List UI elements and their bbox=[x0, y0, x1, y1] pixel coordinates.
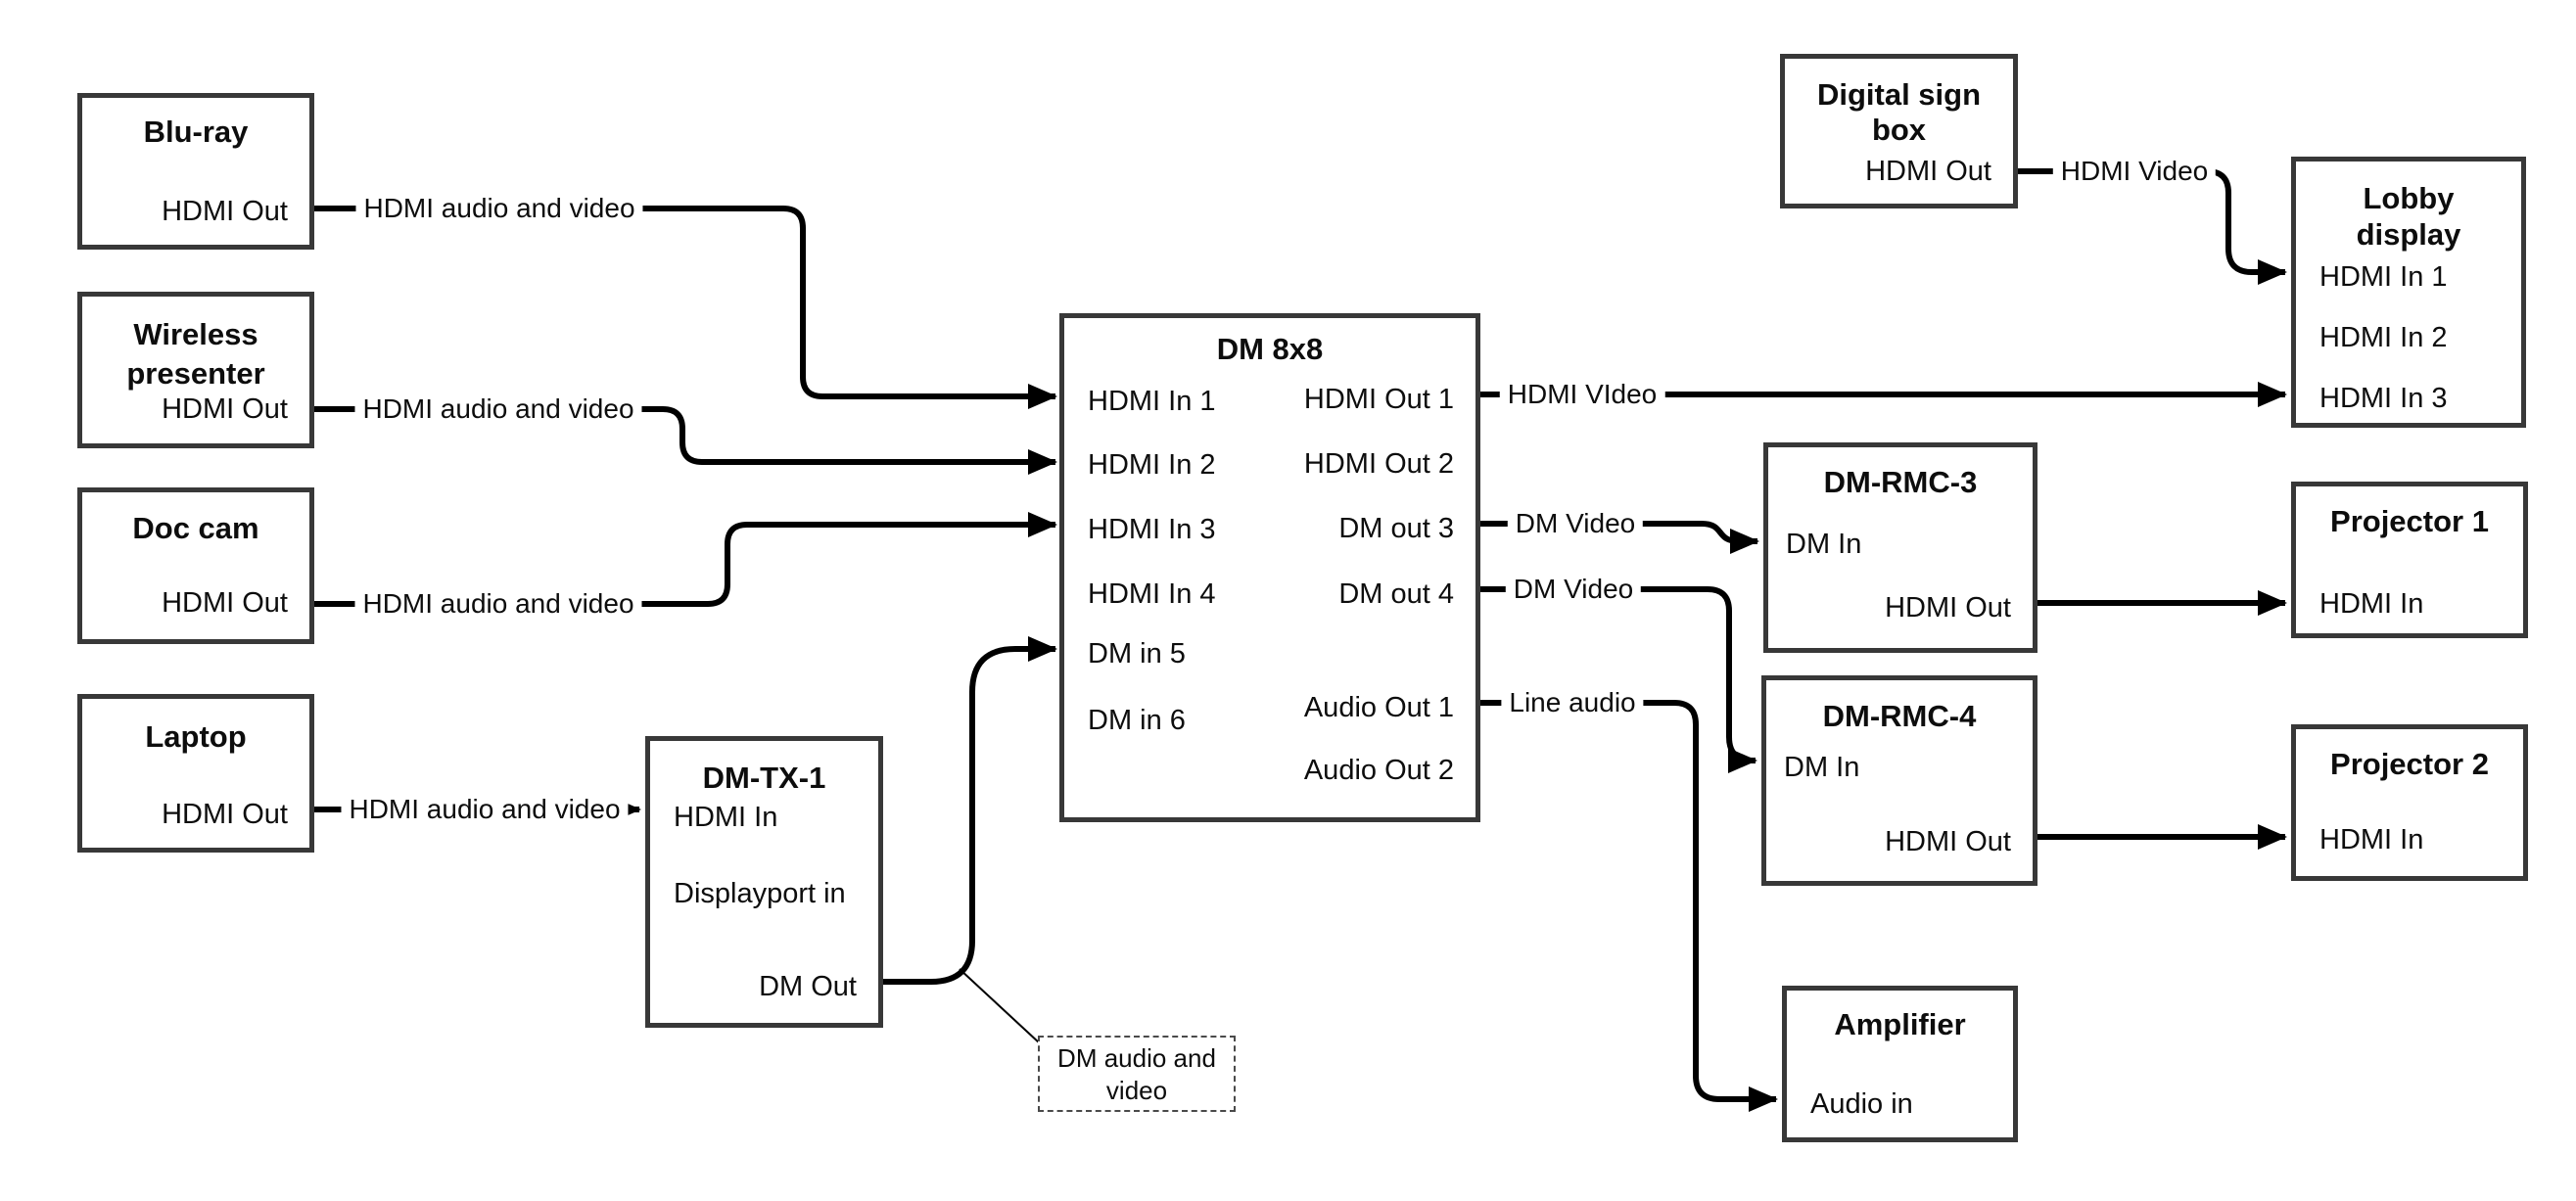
port-dmrmc3-dm-in: DM In bbox=[1786, 529, 1862, 560]
port-dm8x8-dm-in-6: DM in 6 bbox=[1088, 705, 1186, 736]
node-title: Lobby bbox=[2363, 181, 2455, 215]
port-dm8x8-audio-out-1: Audio Out 1 bbox=[1303, 692, 1454, 723]
port-doccam-hdmi-out: HDMI Out bbox=[162, 587, 288, 619]
node-doc-cam: Doc cam HDMI Out bbox=[77, 487, 314, 644]
wire-label-line-audio: Line audio bbox=[1501, 686, 1644, 719]
node-title: Doc cam bbox=[132, 511, 259, 545]
port-dmtx1-dm-out: DM Out bbox=[759, 971, 857, 1002]
node-dm-rmc-4: DM-RMC-4 DM In HDMI Out bbox=[1761, 675, 2037, 886]
port-wireless-hdmi-out: HDMI Out bbox=[162, 393, 288, 425]
node-laptop: Laptop HDMI Out bbox=[77, 694, 314, 853]
node-title: Projector 2 bbox=[2330, 747, 2489, 781]
port-dm8x8-dm-out-3: DM out 3 bbox=[1338, 513, 1454, 544]
node-title: DM-RMC-4 bbox=[1822, 699, 1977, 733]
port-proj2-hdmi-in: HDMI In bbox=[2319, 824, 2424, 855]
port-dmrmc3-hdmi-out: HDMI Out bbox=[1885, 592, 2011, 624]
port-dm8x8-hdmi-in-2: HDMI In 2 bbox=[1088, 449, 1216, 481]
wire-dm-out3-to-dmrmc3 bbox=[1480, 521, 1759, 554]
port-digitalsign-hdmi-out: HDMI Out bbox=[1865, 156, 1991, 187]
node-amplifier: Amplifier Audio in bbox=[1782, 986, 2018, 1142]
node-dm-8x8: DM 8x8 HDMI In 1 HDMI In 2 HDMI In 3 HDM… bbox=[1059, 313, 1480, 822]
wire-label-hdmi-video-out1: HDMI VIdeo bbox=[1499, 378, 1665, 411]
port-lobby-hdmi-in-3: HDMI In 3 bbox=[2319, 383, 2448, 414]
port-dm8x8-audio-out-2: Audio Out 2 bbox=[1303, 755, 1454, 786]
port-dmrmc4-hdmi-out: HDMI Out bbox=[1885, 826, 2011, 857]
node-dm-rmc-3: DM-RMC-3 DM In HDMI Out bbox=[1763, 442, 2037, 653]
node-title: DM 8x8 bbox=[1216, 332, 1324, 366]
node-title: Laptop bbox=[145, 719, 247, 754]
port-lobby-hdmi-in-2: HDMI In 2 bbox=[2319, 322, 2448, 353]
node-title: display bbox=[2356, 217, 2461, 252]
wire-wireless-to-hdmi-in2 bbox=[314, 406, 1057, 475]
wire-audio-out1-to-amplifier bbox=[1480, 700, 1778, 1112]
node-title: Digital sign bbox=[1816, 77, 1982, 112]
note-line: DM audio and bbox=[1057, 1043, 1216, 1073]
port-dm8x8-hdmi-in-4: HDMI In 4 bbox=[1088, 578, 1216, 610]
port-dm8x8-hdmi-out-2: HDMI Out 2 bbox=[1303, 448, 1454, 480]
wire-label-dm-video-out3: DM Video bbox=[1507, 507, 1644, 540]
port-amplifier-audio-in: Audio in bbox=[1810, 1088, 1913, 1120]
wire-doccam-to-hdmi-in3 bbox=[314, 512, 1057, 607]
node-title: Wireless bbox=[133, 317, 258, 351]
port-dmtx1-displayport-in: Displayport in bbox=[674, 878, 846, 909]
port-bluray-hdmi-out: HDMI Out bbox=[162, 196, 288, 227]
wire-label-wireless: HDMI audio and video bbox=[354, 393, 642, 426]
port-dm8x8-hdmi-in-3: HDMI In 3 bbox=[1088, 514, 1216, 545]
port-dm8x8-hdmi-out-1: HDMI Out 1 bbox=[1303, 384, 1454, 415]
port-proj1-hdmi-in: HDMI In bbox=[2319, 588, 2424, 620]
wire-dm-out4-to-dmrmc4 bbox=[1480, 586, 1757, 773]
node-title: DM-RMC-3 bbox=[1823, 465, 1978, 499]
wire-label-doccam: HDMI audio and video bbox=[354, 587, 642, 621]
wire-label-hdmi-video-sign: HDMI Video bbox=[2052, 155, 2217, 188]
node-wireless-presenter: Wireless presenter HDMI Out bbox=[77, 292, 314, 448]
node-bluray: Blu-ray HDMI Out bbox=[77, 93, 314, 250]
note-callout-line bbox=[959, 968, 1041, 1044]
node-projector-2: Projector 2 HDMI In bbox=[2291, 724, 2528, 881]
port-laptop-hdmi-out: HDMI Out bbox=[162, 799, 288, 830]
node-title: Blu-ray bbox=[143, 115, 249, 149]
node-title: box bbox=[1871, 113, 1927, 147]
node-lobby-display: Lobby display HDMI In 1 HDMI In 2 HDMI I… bbox=[2291, 157, 2526, 428]
port-dm8x8-hdmi-in-1: HDMI In 1 bbox=[1088, 386, 1216, 417]
port-dmrmc4-dm-in: DM In bbox=[1784, 752, 1860, 783]
node-projector-1: Projector 1 HDMI In bbox=[2291, 482, 2528, 638]
wire-label-dm-video-out4: DM Video bbox=[1505, 573, 1642, 606]
port-dmtx1-hdmi-in: HDMI In bbox=[674, 802, 778, 833]
port-dm8x8-dm-out-4: DM out 4 bbox=[1338, 578, 1454, 610]
note-line: video bbox=[1105, 1076, 1168, 1105]
wire-label-laptop: HDMI audio and video bbox=[341, 793, 629, 826]
node-title: presenter bbox=[126, 356, 265, 391]
node-title: Amplifier bbox=[1834, 1007, 1966, 1041]
port-lobby-hdmi-in-1: HDMI In 1 bbox=[2319, 261, 2448, 293]
port-dm8x8-dm-in-5: DM in 5 bbox=[1088, 638, 1186, 670]
node-dm-tx-1: DM-TX-1 HDMI In Displayport in DM Out bbox=[645, 736, 883, 1028]
wire-dmtx1-to-dm-in5 bbox=[883, 636, 1057, 985]
node-title: Projector 1 bbox=[2330, 504, 2489, 538]
wire-bluray-to-hdmi-in1 bbox=[314, 206, 1057, 409]
note-dm-audio-and-video: DM audio and video bbox=[1038, 1036, 1236, 1112]
node-title: DM-TX-1 bbox=[702, 761, 826, 795]
wire-label-bluray: HDMI audio and video bbox=[355, 192, 643, 225]
node-digital-sign-box: Digital sign box HDMI Out bbox=[1780, 54, 2018, 208]
